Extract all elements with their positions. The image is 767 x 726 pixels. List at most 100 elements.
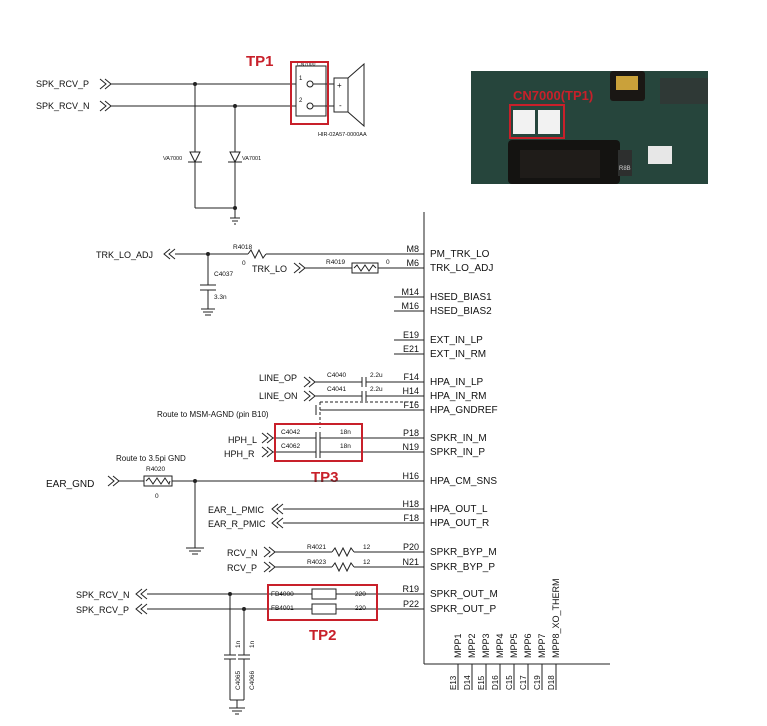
ic-bottom-pin-number: D16	[491, 675, 500, 690]
speaker-icon	[333, 77, 349, 113]
tp3-label: TP3	[311, 469, 339, 486]
ic-pin-number: R19	[402, 584, 419, 594]
capacitor-label: C4040	[327, 372, 347, 379]
arrow-symbol	[99, 78, 112, 90]
net-label-hph-r: HPH_R	[224, 449, 255, 459]
net-label-spk-rcv-p-out: SPK_RCV_P	[76, 605, 129, 615]
ferrite-value: 220	[355, 591, 366, 598]
net-label-rcv-n: RCV_N	[227, 548, 258, 558]
resistor-r4018	[247, 248, 267, 260]
hpa-out-section: EAR_L_PMIC EAR_R_PMIC	[208, 503, 420, 529]
capacitor-value: 18n	[340, 443, 351, 450]
arrow-symbol	[271, 503, 284, 515]
ic-pin-name: SPKR_IN_P	[430, 447, 485, 458]
ic-pin-name: SPKR_OUT_M	[430, 589, 498, 600]
resistor-r4021	[331, 546, 355, 558]
capacitor-value: 1n	[249, 640, 256, 648]
net-label-hph-l: HPH_L	[228, 435, 257, 445]
trk-section: TRK_LO_ADJ R4018 0 C4037 3.3n TRK_LO R40…	[96, 244, 420, 316]
ferrite-fb4000	[311, 588, 337, 600]
ic-pin-number: H16	[402, 471, 419, 481]
cn7000-photo-label: CN7000(TP1)	[513, 88, 593, 103]
ic-pin-number: F18	[403, 513, 419, 523]
ic-pin-name: HPA_IN_RM	[430, 391, 487, 402]
ic-pin-number: P22	[403, 599, 419, 609]
resistor-value: 0	[386, 259, 390, 266]
ic-bottom-pin-name: MPP3	[481, 633, 491, 658]
net-label-spk-rcv-p: SPK_RCV_P	[36, 79, 89, 89]
ic-pin-number: F14	[403, 372, 419, 382]
resistor-label: R4018	[233, 244, 253, 251]
cn7000-photo-box	[509, 104, 565, 139]
route-note-agnd: Route to MSM-AGND (pin B10)	[157, 410, 269, 419]
pin-number: 2	[299, 98, 303, 104]
ferrite-value: 220	[355, 605, 366, 612]
net-label-trk-lo-adj: TRK_LO_ADJ	[96, 250, 153, 260]
capacitor-label: C4065	[235, 670, 242, 690]
arrow-symbol	[163, 248, 176, 260]
ic-pin-name: HPA_CM_SNS	[430, 476, 497, 487]
ic-pin-name: SPKR_OUT_P	[430, 604, 496, 615]
ic-pin-name: EXT_IN_RM	[430, 349, 486, 360]
ic-bottom-pin-number: E15	[477, 675, 486, 690]
connector-cn7000	[295, 65, 327, 117]
hpa-input-section: LINE_OP LINE_ON C4040 2.2u C4041 2.2u Ro…	[157, 372, 420, 428]
capacitor-label: C4062	[281, 443, 301, 450]
photo-chip	[618, 150, 632, 176]
ic-pin-name: SPKR_BYP_P	[430, 562, 495, 573]
ic-bottom-pin-name: MPP2	[467, 633, 477, 658]
photo-testpad-2	[538, 110, 560, 134]
net-label-rcv-p: RCV_P	[227, 563, 257, 573]
resistor-value: 12	[363, 544, 371, 551]
tp2-label: TP2	[309, 627, 337, 644]
photo-chip-text: R8B	[619, 166, 631, 172]
ic-bottom-pin-name: MPP5	[509, 633, 519, 658]
net-label-line-on: LINE_ON	[259, 391, 298, 401]
ic-pin-name: HSED_BIAS2	[430, 306, 492, 317]
resistor-value: 0	[155, 493, 159, 500]
ic-pin-number: M14	[401, 287, 419, 297]
arrow-symbol	[107, 475, 120, 487]
capacitor-value: 18n	[340, 429, 351, 436]
spkr-byp-section: RCV_N RCV_P R4021 12 R4023 12	[227, 544, 420, 573]
capacitor-value: 2.2u	[370, 386, 383, 393]
capacitor-label: C4042	[281, 429, 301, 436]
ic-bottom-pin-number: C17	[519, 675, 528, 690]
ic-pin-name: HPA_OUT_L	[430, 504, 488, 515]
junction	[233, 206, 237, 210]
photo-component	[660, 78, 708, 104]
ic-pin-name: EXT_IN_LP	[430, 335, 483, 346]
ic-pin-number: H18	[402, 499, 419, 509]
speaker-minus: -	[339, 101, 342, 110]
resistor-label: R4023	[307, 559, 327, 566]
net-label-ear-gnd: EAR_GND	[46, 479, 94, 490]
resistor-value: 0	[242, 260, 246, 267]
capacitor-label: C4037	[214, 271, 234, 278]
resistor-r4019	[353, 264, 377, 272]
ic-pin-name: SPKR_BYP_M	[430, 547, 497, 558]
ic-pin-number: E21	[403, 344, 419, 354]
pcb-photo: R8B CN7000(TP1)	[471, 71, 708, 184]
ferrite-fb4001	[311, 603, 337, 615]
arrow-symbol	[99, 100, 112, 112]
ferrite-label: FB4000	[271, 591, 294, 598]
net-label-ear-r-pmic: EAR_R_PMIC	[208, 519, 266, 529]
ic-pin-number: H14	[402, 386, 419, 396]
ic-bottom-pin-number: E13	[449, 675, 458, 690]
ic-pin-name: HPA_IN_LP	[430, 377, 484, 388]
pin-circle	[306, 102, 314, 110]
resistor-label: R4019	[326, 259, 346, 266]
ic-bottom-pin-name: MPP4	[495, 633, 505, 658]
ic-pin-name: HPA_OUT_R	[430, 518, 489, 529]
ic-pin-name: SPKR_IN_M	[430, 433, 487, 444]
tp2-highlight-box	[267, 584, 378, 621]
net-label-spk-rcv-n-out: SPK_RCV_N	[76, 590, 130, 600]
net-label-line-op: LINE_OP	[259, 373, 297, 383]
photo-connector-inner	[520, 150, 600, 178]
ic-pin-number: M8	[406, 244, 419, 254]
net-label-trk-lo: TRK_LO	[252, 264, 287, 274]
ic-pin-number: P20	[403, 542, 419, 552]
arrow-symbol	[303, 390, 316, 402]
tp3-highlight-box	[274, 423, 363, 462]
